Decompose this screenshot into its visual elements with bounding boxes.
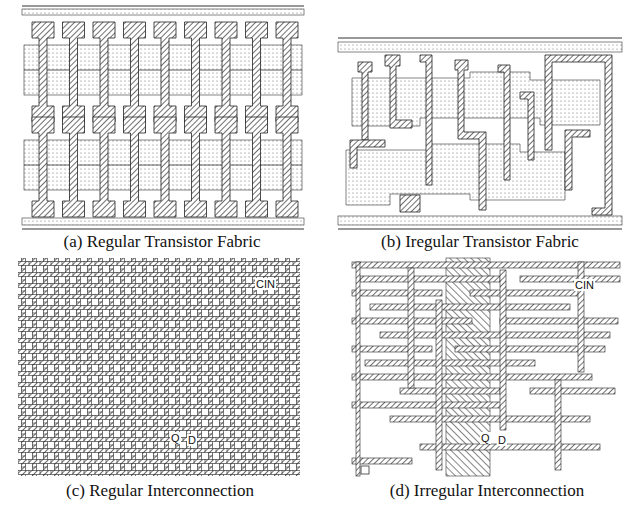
transistor-gate	[63, 22, 85, 122]
regular-fabric	[22, 6, 304, 229]
transistor-gate	[154, 22, 176, 122]
signal-name: D	[187, 434, 197, 446]
signal-name: CIN	[574, 279, 595, 291]
signal-name: D	[497, 434, 507, 446]
transistor-gate	[93, 117, 115, 217]
irregular-routing	[352, 258, 620, 476]
transistor-gate	[63, 117, 85, 217]
routing-grid	[18, 258, 300, 476]
transistor-gate	[246, 22, 268, 122]
figure-caption: (a) Regular Transistor Fabric	[64, 233, 261, 252]
signal-name: Q	[480, 432, 491, 444]
transistor-gate	[246, 117, 268, 217]
signal-name: Q	[170, 432, 181, 444]
transistor-gate	[154, 117, 176, 217]
figure-caption: (b) Iregular Transistor Fabric	[381, 233, 579, 252]
transistor-gate	[93, 22, 115, 122]
transistor-gate	[185, 117, 207, 217]
figure-caption: (d) Irregular Interconnection	[390, 482, 584, 501]
transistor-gate	[124, 117, 146, 217]
signal-name: CIN	[255, 278, 276, 290]
transistor-gate	[124, 22, 146, 122]
transistor-gate	[32, 22, 54, 122]
figure-caption: (c) Regular Interconnection	[66, 482, 254, 501]
transistor-gate	[276, 22, 298, 122]
transistor-gate	[215, 117, 237, 217]
transistor-gate	[215, 22, 237, 122]
transistor-gate	[185, 22, 207, 122]
transistor-gate	[276, 117, 298, 217]
transistor-gate	[32, 117, 54, 217]
irregular-fabric	[338, 38, 622, 229]
